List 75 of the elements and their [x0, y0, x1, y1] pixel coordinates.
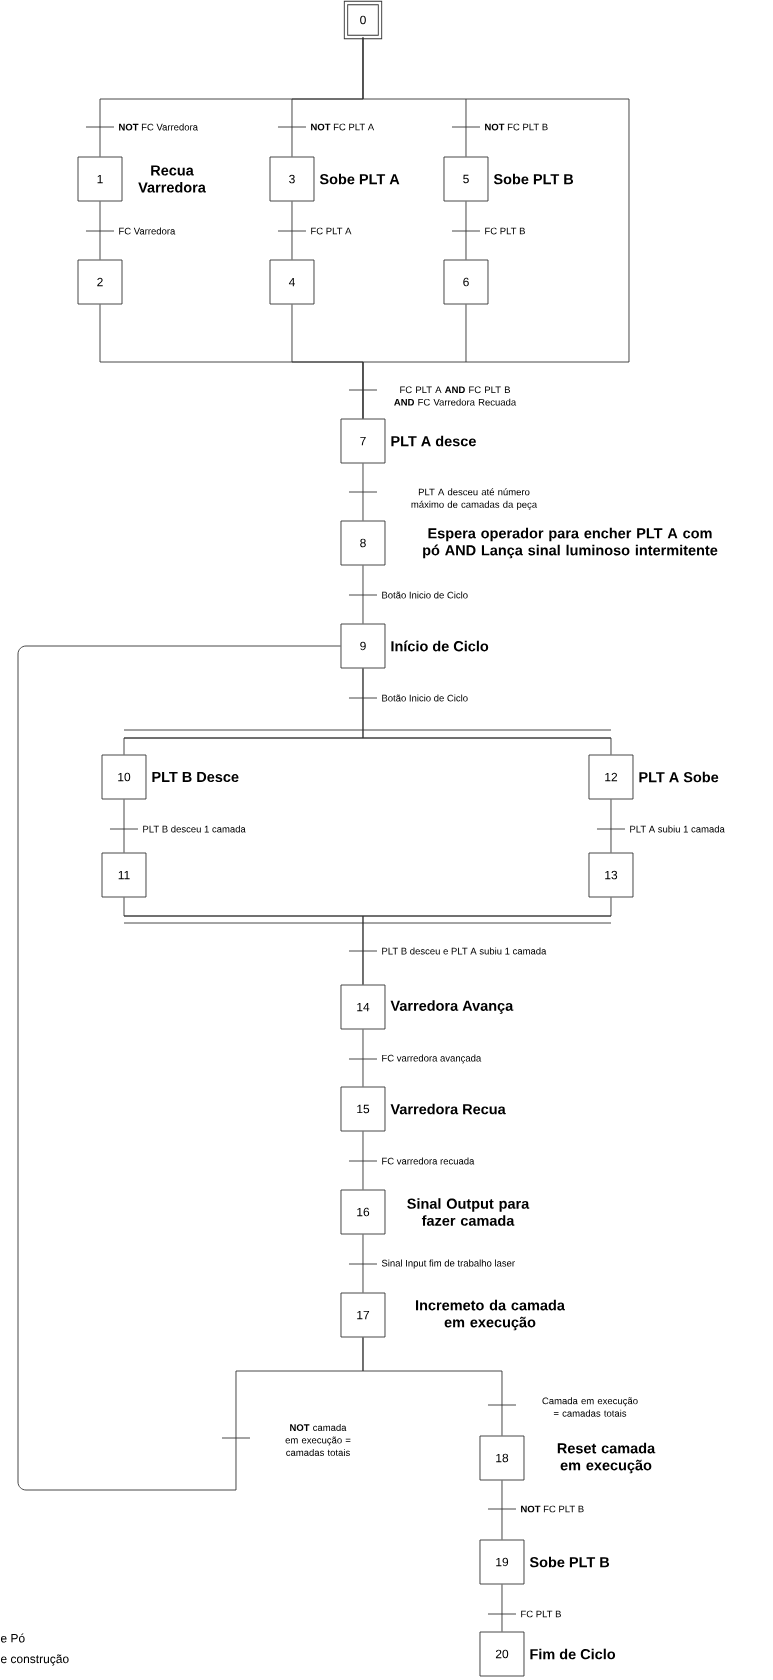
transition-label: NOT camada em execução = camadas totais: [285, 1424, 351, 1456]
step-box: 17: [340, 1292, 386, 1338]
step-box: 14: [340, 984, 386, 1030]
step-box: 4: [269, 259, 315, 305]
transition-line: [362, 668, 612, 755]
transition-line: [348, 1029, 378, 1087]
action-label: Incremeto da camada em execução: [416, 1299, 565, 1331]
step-box: 19: [479, 1539, 525, 1585]
transition-line: [348, 1234, 378, 1293]
transition-label: PLT B desceu 1 camada: [143, 825, 246, 833]
step-box: 15: [340, 1086, 386, 1132]
transition-line: [362, 897, 612, 985]
action-label: Sobe PLT B: [493, 173, 574, 185]
transition-label: Botão Inicio de Ciclo: [382, 591, 468, 599]
transition-line: [362, 37, 481, 157]
step-box: 8: [340, 520, 386, 566]
action-label: Recua Varredora: [138, 165, 206, 193]
transition-line: [348, 1131, 378, 1190]
transition-line: [277, 201, 307, 260]
transition-label: NOT FC PLT A: [311, 123, 375, 131]
action-label: Reset camada em execução: [557, 1442, 656, 1474]
action-label: PLT A desce: [391, 435, 476, 447]
transition-line: [362, 304, 467, 419]
transition-line: [109, 799, 139, 853]
step-box: 3: [269, 156, 315, 202]
action-label: Sinal Output para fazer camada: [407, 1198, 530, 1226]
transition-line: [596, 799, 626, 853]
transition-label: Camada em execução = camadas totais: [542, 1397, 638, 1417]
step-box: 10: [101, 754, 147, 800]
step-box: 1: [77, 156, 123, 202]
action-label: Sobe PLT A: [319, 173, 400, 185]
transition-label: FC PLT B: [485, 227, 525, 235]
action-label: Varredora Recua: [390, 1103, 506, 1115]
step-box: 6: [443, 259, 489, 305]
note-text: e Pó: [0, 1633, 25, 1643]
transition-label: FC PLT B: [521, 1610, 561, 1618]
transition-label: FC varredora recuada: [382, 1157, 475, 1165]
transition-label: PLT A desceu até número máximo de camadas da peça: [411, 488, 538, 510]
transition-label: FC Varredora: [119, 227, 176, 235]
transition-line: [85, 201, 115, 260]
transition-line: [487, 1480, 517, 1540]
step-box: 16: [340, 1189, 386, 1235]
action-label: Sobe PLT B: [529, 1556, 610, 1568]
transition-line: [487, 1584, 517, 1632]
step-box: 12: [588, 754, 634, 800]
transition-label: FC PLT A AND FC PLT B AND FC Varredora Recuada: [394, 386, 517, 406]
transition-label: PLT A subiu 1 camada: [630, 825, 725, 833]
action-label: PLT B Desce: [152, 771, 239, 783]
action-label: Fim de Ciclo: [530, 1648, 616, 1660]
step-box: 5: [443, 156, 489, 202]
transition-label: Botão Inicio de Ciclo: [382, 694, 468, 702]
note-text: e construção: [0, 1654, 69, 1666]
step-box: 13: [588, 852, 634, 898]
transition-label: NOT FC PLT B: [485, 123, 548, 131]
step-box: 20: [479, 1631, 525, 1677]
transition-label: NOT FC Varredora: [119, 123, 198, 131]
step-box: 7: [340, 418, 386, 464]
transition-label: FC varredora avançada: [382, 1054, 482, 1064]
transition-label: NOT FC PLT B: [521, 1505, 584, 1513]
step-box: 2: [77, 259, 123, 305]
transition-label: PLT B desceu e PLT A subiu 1 camada: [382, 947, 547, 955]
transition-line: [451, 201, 481, 260]
transition-line: [17, 645, 364, 1491]
action-label: PLT A Sobe: [639, 771, 719, 783]
action-label: Início de Ciclo: [391, 640, 489, 652]
action-label: Varredora Avança: [390, 1000, 514, 1014]
step-box: 18: [479, 1435, 525, 1481]
step-box: 9: [340, 623, 386, 669]
transition-label: Sinal Input fim de trabalho laser: [381, 1259, 515, 1269]
transition-line: [348, 565, 378, 624]
action-label: Espera operador para encher PLT A com pó AND Lança sinal luminoso intermitente: [423, 527, 718, 559]
step-box: 11: [101, 852, 147, 898]
initial-step-box: 0: [343, 0, 383, 40]
transition-line: [348, 463, 378, 521]
transition-label: FC PLT A: [311, 227, 352, 235]
